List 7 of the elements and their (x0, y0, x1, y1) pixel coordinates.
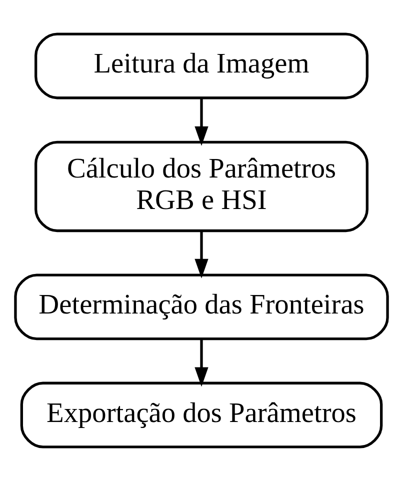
node-box: Cálculo dos Parâmetros RGB e HSI (34, 140, 368, 232)
arrow (194, 98, 208, 146)
arrow (194, 231, 208, 278)
node-box: Exportação dos Parâmetros (20, 382, 383, 448)
arrow (194, 338, 208, 387)
node-box: Determinação das Fronteiras (14, 274, 389, 340)
node-box: Leitura da Imagem (34, 32, 368, 100)
